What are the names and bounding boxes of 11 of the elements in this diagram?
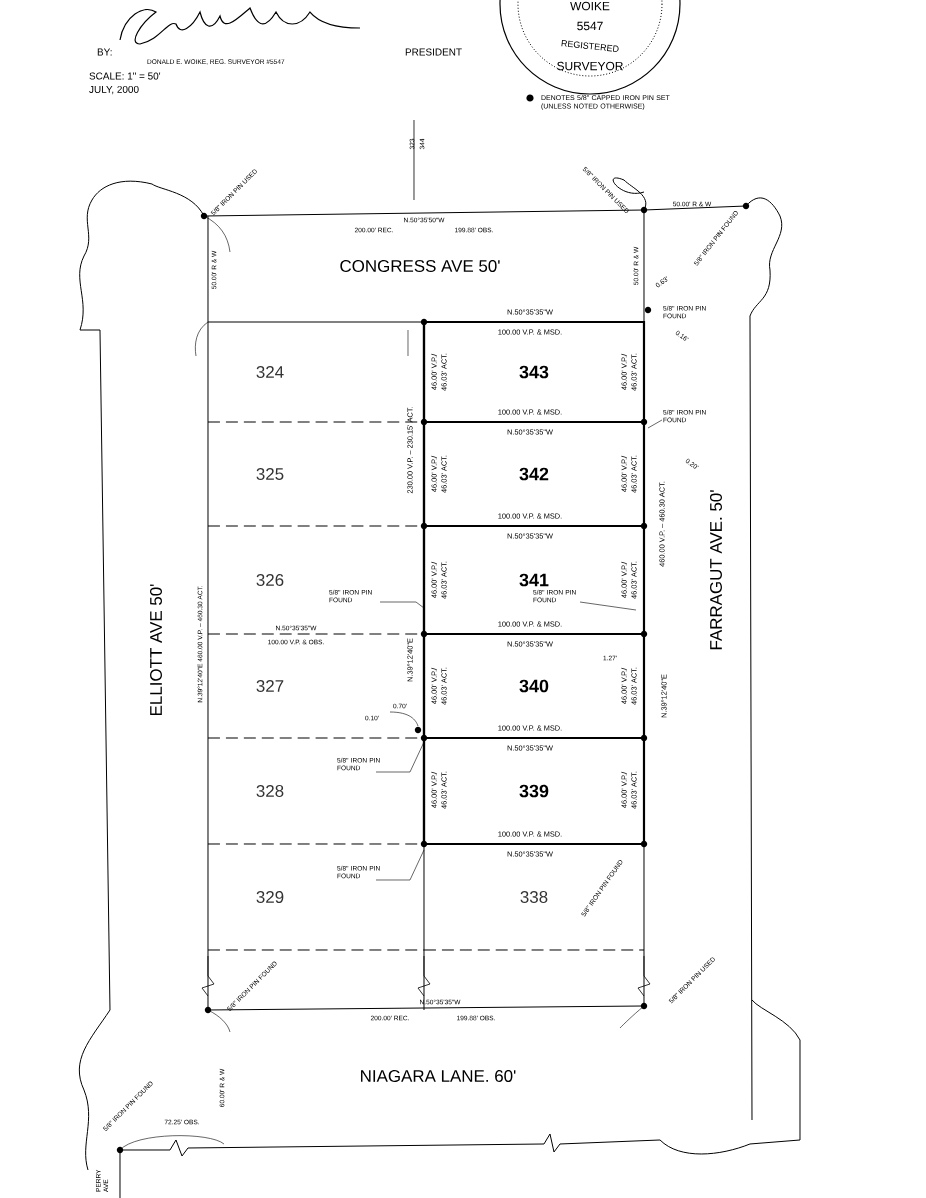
lot-number: 327 (256, 680, 284, 692)
lot-number: 325 (256, 468, 284, 480)
street-name: ELLIOTT AVE 50' (150, 584, 162, 716)
lot-number: 338 (520, 891, 548, 903)
lot-number: 326 (256, 574, 284, 586)
lot-number: 324 (256, 366, 284, 378)
lot-number: 328 (256, 785, 284, 797)
street-name: NIAGARA LANE. 60' (361, 1070, 516, 1082)
street-name: FARRAGUT AVE. 50' (710, 490, 722, 650)
lot-number: 329 (256, 891, 284, 903)
street-name: CONGRESS AVE 50' (340, 260, 500, 272)
